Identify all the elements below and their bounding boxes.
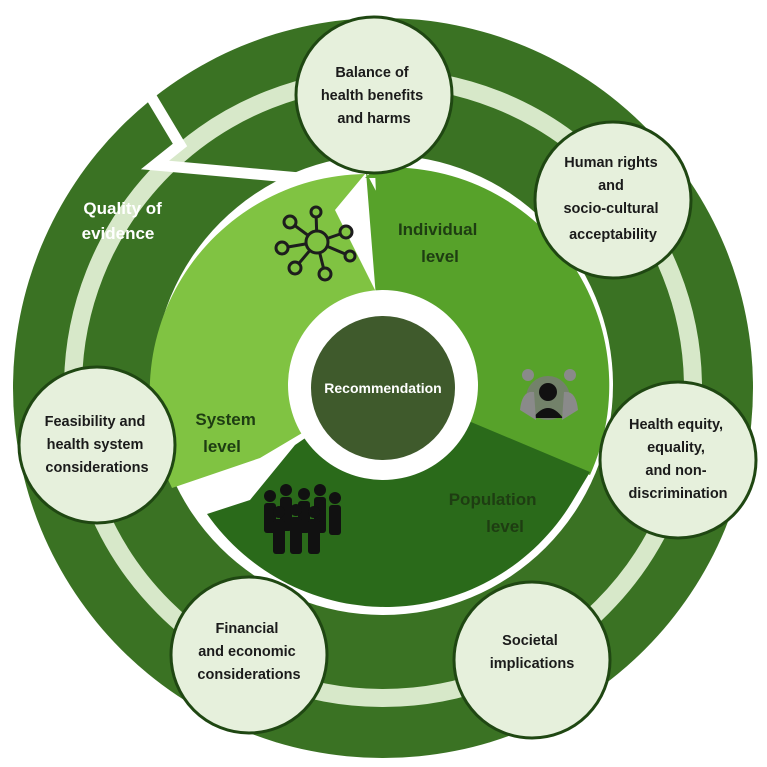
svg-text:Human rights and s: Human rights and socio-cultural acceptab… bbox=[563, 155, 662, 243]
individual-level-label: Individual level bbox=[398, 220, 482, 266]
system-level-label: System level bbox=[195, 410, 260, 456]
svg-text:Societal implications: Societal implications bbox=[490, 633, 575, 672]
svg-text:Feasibility and health s: Feasibility and health system considerat… bbox=[45, 414, 150, 476]
population-level-sector bbox=[207, 385, 590, 607]
svg-text:Health equity, equality,: Health equity, equality, and non- discri… bbox=[628, 417, 727, 502]
recommendation-circle bbox=[311, 316, 455, 460]
quality-wedge-outline bbox=[140, 92, 301, 184]
criterion-human-rights: Human rights and socio-cultural acceptab… bbox=[533, 120, 693, 280]
svg-text:Balance of health benefi: Balance of health benefits and harms bbox=[321, 65, 427, 127]
svg-text:Financial and economic: Financial and economic considerations bbox=[197, 621, 300, 683]
network-icon bbox=[274, 205, 357, 282]
recommendation-label: Recommendation bbox=[324, 380, 441, 396]
criterion-health-equity: Health equity, equality, and non- discri… bbox=[598, 380, 758, 540]
criterion-financial: Financial and economic considerations bbox=[169, 575, 329, 735]
crowd-icon bbox=[264, 484, 341, 554]
criterion-societal: Societal implications bbox=[452, 580, 612, 740]
criterion-feasibility: Feasibility and health system considerat… bbox=[17, 365, 177, 525]
population-level-label: Population level bbox=[449, 490, 542, 536]
quality-of-evidence-label: Quality of evidence bbox=[82, 199, 167, 243]
person-icon bbox=[520, 369, 578, 420]
criterion-balance: Balance of health benefits and harms bbox=[294, 15, 454, 175]
